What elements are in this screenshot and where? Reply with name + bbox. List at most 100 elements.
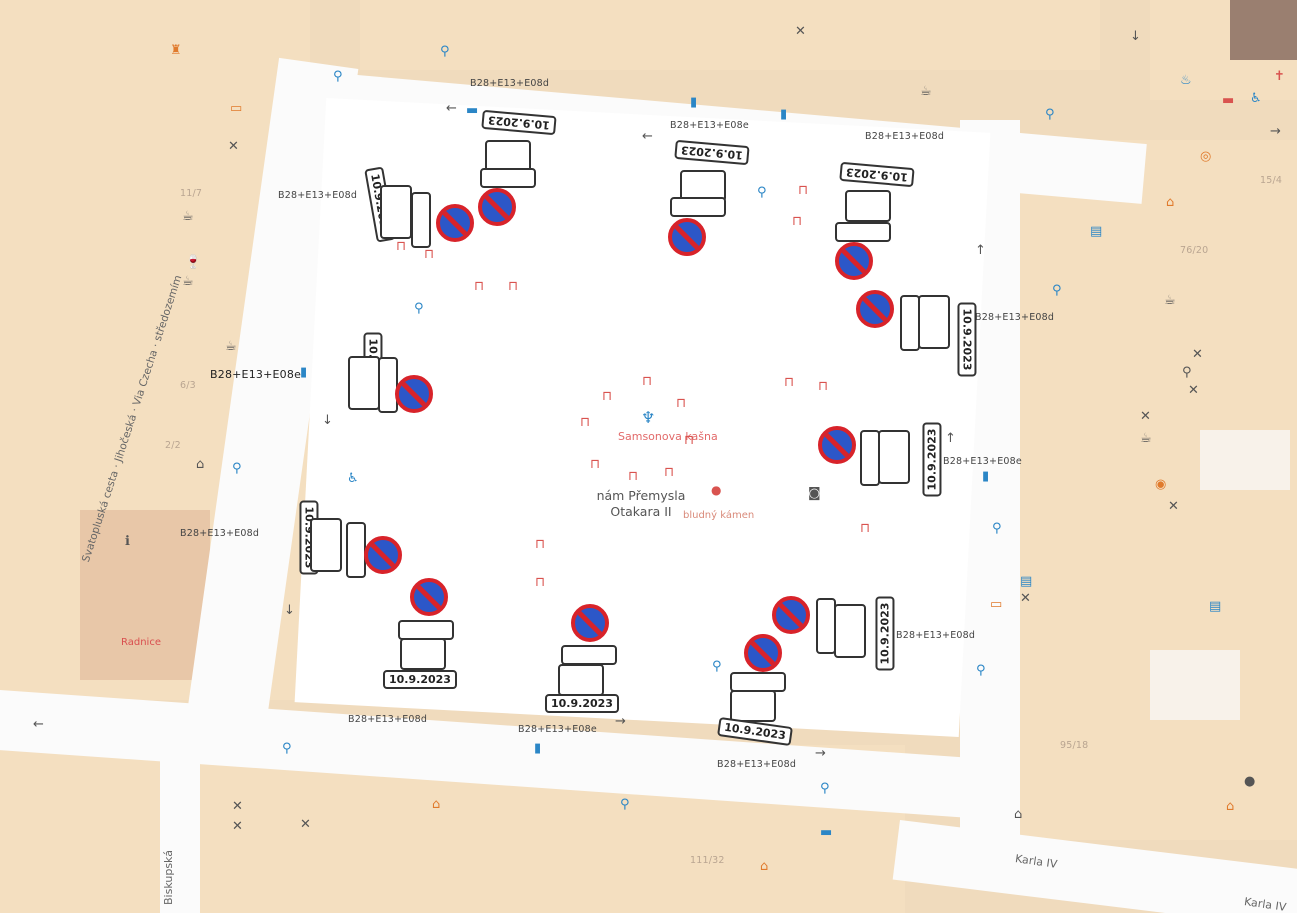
- info-plate[interactable]: [845, 190, 891, 222]
- cafe-icon[interactable]: ☕: [225, 339, 237, 354]
- church-icon[interactable]: ✝: [1274, 69, 1285, 84]
- date-plate[interactable]: 10.9.2023: [922, 422, 942, 497]
- toilet-icon[interactable]: ⚲: [992, 521, 1002, 536]
- bench-icon[interactable]: ⊓: [818, 379, 829, 394]
- shop-icon[interactable]: ▭: [990, 597, 1003, 612]
- bench-icon[interactable]: ⊓: [508, 279, 519, 294]
- cafe-icon[interactable]: ☕: [920, 84, 932, 99]
- shop-icon[interactable]: ▭: [230, 101, 243, 116]
- arrow-plate[interactable]: [900, 295, 920, 351]
- arrow-plate[interactable]: [378, 357, 398, 413]
- toilet-icon[interactable]: ⚲: [820, 781, 830, 796]
- arrow-plate[interactable]: [860, 430, 880, 486]
- restaurant-icon[interactable]: ✕: [1188, 383, 1199, 398]
- shop-icon[interactable]: ◉: [1155, 477, 1167, 492]
- bench-icon[interactable]: ⊓: [535, 537, 546, 552]
- bench-icon[interactable]: ⊓: [535, 575, 546, 590]
- arrow-plate[interactable]: [480, 168, 536, 188]
- wheelchair-icon[interactable]: ♿: [1250, 91, 1262, 106]
- arrow-plate[interactable]: [670, 197, 726, 217]
- info-plate[interactable]: [380, 185, 412, 239]
- parking-icon[interactable]: ▮: [982, 469, 990, 484]
- no-stopping-sign[interactable]: [410, 578, 448, 616]
- fountain-icon[interactable]: ♆: [641, 408, 656, 427]
- shop-icon[interactable]: ⌂: [1226, 799, 1235, 814]
- no-stopping-sign[interactable]: [571, 604, 609, 642]
- parking-icon[interactable]: ▮: [780, 107, 788, 122]
- shop-icon[interactable]: ⌂: [1166, 195, 1175, 210]
- info-plate[interactable]: [918, 295, 950, 349]
- bench-icon[interactable]: ⊓: [676, 396, 687, 411]
- arrow-plate[interactable]: [816, 598, 836, 654]
- restaurant-icon[interactable]: ✕: [1140, 409, 1151, 424]
- shop-icon[interactable]: ▬: [1222, 93, 1235, 108]
- date-plate[interactable]: 10.9.2023: [383, 670, 457, 689]
- bench-icon[interactable]: ⊓: [396, 239, 407, 254]
- info-icon[interactable]: ℹ: [125, 534, 130, 549]
- toilet-icon[interactable]: ⚲: [414, 301, 424, 316]
- no-stopping-sign[interactable]: [856, 290, 894, 328]
- no-stopping-sign[interactable]: [668, 218, 706, 256]
- arrow-plate[interactable]: [835, 222, 891, 242]
- shop-icon[interactable]: ⌂: [760, 859, 769, 874]
- date-plate[interactable]: 10.9.2023: [957, 302, 977, 377]
- camera-icon[interactable]: ◙: [808, 486, 821, 501]
- no-stopping-sign[interactable]: [364, 536, 402, 574]
- museum-icon[interactable]: ⌂: [196, 457, 205, 472]
- wheelchair-icon[interactable]: ♿: [347, 471, 359, 486]
- bench-icon[interactable]: ⊓: [664, 465, 675, 480]
- toilet-icon[interactable]: ⚲: [1052, 283, 1062, 298]
- bench-icon[interactable]: ⊓: [424, 247, 435, 262]
- info-plate[interactable]: [400, 638, 446, 670]
- toilet-icon[interactable]: ⚲: [333, 69, 343, 84]
- info-plate[interactable]: [558, 664, 604, 696]
- info-plate[interactable]: [310, 518, 342, 572]
- no-stopping-sign[interactable]: [436, 204, 474, 242]
- toilet-icon[interactable]: ⚲: [757, 185, 767, 200]
- arrow-plate[interactable]: [561, 645, 617, 665]
- restaurant-icon[interactable]: ✕: [1020, 591, 1031, 606]
- bench-icon[interactable]: ⊓: [798, 183, 809, 198]
- no-stopping-sign[interactable]: [835, 242, 873, 280]
- shop-icon[interactable]: ♜: [170, 43, 182, 58]
- parking-icon[interactable]: ▮: [690, 95, 698, 110]
- toilet-icon[interactable]: ⚲: [1045, 107, 1055, 122]
- restaurant-icon[interactable]: ✕: [300, 817, 311, 832]
- toilet-icon[interactable]: ⚲: [440, 44, 450, 59]
- arrow-plate[interactable]: [411, 192, 431, 248]
- bench-icon[interactable]: ⊓: [792, 214, 803, 229]
- restaurant-icon[interactable]: ✕: [228, 139, 239, 154]
- bench-icon[interactable]: ⊓: [590, 457, 601, 472]
- bench-icon[interactable]: ⊓: [860, 521, 871, 536]
- hotel-icon[interactable]: ▤: [1020, 574, 1033, 589]
- museum-icon[interactable]: ⌂: [1014, 807, 1023, 822]
- bench-icon[interactable]: ⊓: [580, 415, 591, 430]
- bench-icon[interactable]: ⊓: [628, 469, 639, 484]
- no-stopping-sign[interactable]: [818, 426, 856, 464]
- info-plate[interactable]: [834, 604, 866, 658]
- restaurant-icon[interactable]: ✕: [232, 799, 243, 814]
- shop-icon[interactable]: ⌂: [432, 797, 441, 812]
- toilet-icon[interactable]: ⚲: [620, 797, 630, 812]
- info-plate[interactable]: [348, 356, 380, 410]
- restaurant-icon[interactable]: ✕: [232, 819, 243, 834]
- date-plate[interactable]: 10.9.2023: [875, 596, 895, 671]
- bench-icon[interactable]: ⊓: [784, 375, 795, 390]
- bar-icon[interactable]: 🍷: [185, 255, 202, 270]
- stone-icon[interactable]: ●: [711, 483, 722, 497]
- toilet-icon[interactable]: ⚲: [232, 461, 242, 476]
- toilet-icon[interactable]: ⚲: [976, 663, 986, 678]
- arrow-plate[interactable]: [398, 620, 454, 640]
- info-plate[interactable]: [878, 430, 910, 484]
- bus-icon[interactable]: ▬: [820, 825, 833, 840]
- toilet-icon[interactable]: ⚲: [282, 741, 292, 756]
- no-stopping-sign[interactable]: [744, 634, 782, 672]
- restaurant-icon[interactable]: ✕: [1168, 499, 1179, 514]
- date-plate[interactable]: 10.9.2023: [545, 694, 619, 713]
- no-stopping-sign[interactable]: [478, 188, 516, 226]
- cafe-icon[interactable]: ☕: [1164, 293, 1176, 308]
- restaurant-icon[interactable]: ✕: [1192, 347, 1203, 362]
- restaurant-icon[interactable]: ✕: [795, 24, 806, 39]
- arrow-plate[interactable]: [730, 672, 786, 692]
